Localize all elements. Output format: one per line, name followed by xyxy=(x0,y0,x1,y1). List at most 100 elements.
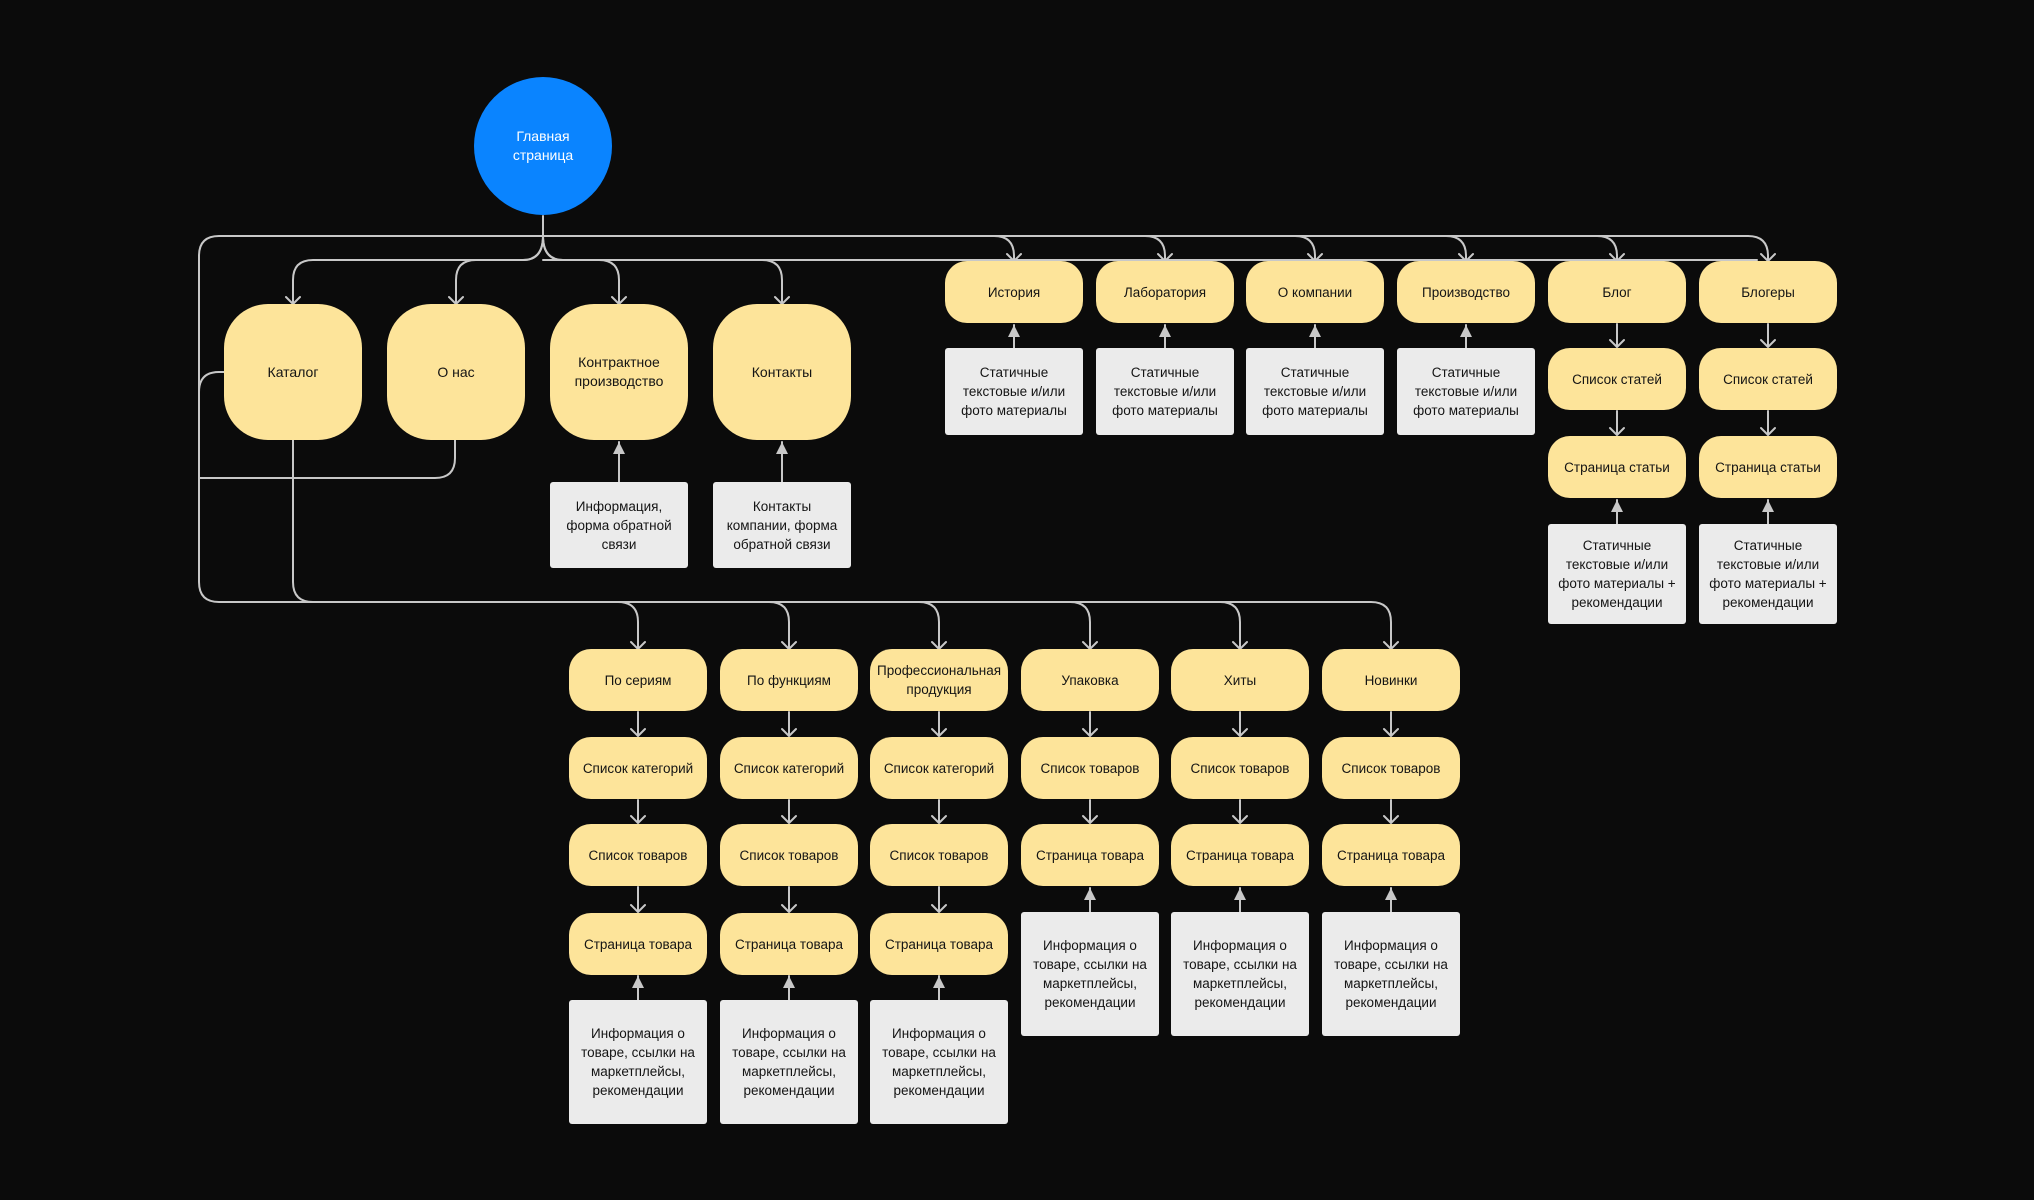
bloggers-article-page-label: Страница статьи xyxy=(1715,459,1821,475)
packaging-info-box: Информация о товаре, ссылки на маркетпле… xyxy=(1021,912,1159,1036)
contract-info-label: Информация, форма обратной связи xyxy=(566,498,672,552)
packaging-info-label: Информация о товаре, ссылки на маркетпле… xyxy=(1033,938,1147,1010)
down-arrow xyxy=(1760,410,1776,436)
down-arrow xyxy=(630,799,646,824)
production-info-label: Статичные текстовые и/или фото материалы xyxy=(1413,365,1519,418)
branch-catalog-section xyxy=(768,601,797,650)
by-series-info-box: Информация о товаре, ссылки на маркетпле… xyxy=(569,1000,707,1124)
history-label: История xyxy=(987,284,1041,300)
branch-catalog-section xyxy=(617,601,646,650)
by-function-product-list-node: Список товаров xyxy=(720,824,858,886)
by-function-info-label: Информация о товаре, ссылки на маркетпле… xyxy=(732,1026,846,1098)
company-node: О компании xyxy=(1246,261,1384,323)
packaging-product-list-label: Список товаров xyxy=(1040,760,1140,776)
history-node: История xyxy=(945,261,1083,323)
contacts-info-label: Контакты компании, форма обратной связи xyxy=(726,498,838,552)
info-arrowhead xyxy=(1762,500,1774,512)
branch-section xyxy=(1596,235,1625,262)
blog-article-list-label: Список статей xyxy=(1572,371,1662,387)
branch-contract xyxy=(542,235,627,305)
down-arrow xyxy=(931,799,947,824)
contacts-label: Контакты xyxy=(751,363,813,380)
history-info-box: Статичные текстовые и/или фото материалы xyxy=(945,348,1083,435)
packaging-product-page-node: Страница товара xyxy=(1021,824,1159,886)
down-arrow xyxy=(1383,799,1399,824)
blog-label: Блог xyxy=(1602,284,1632,300)
down-arrow xyxy=(1609,410,1625,436)
new-items-label: Новинки xyxy=(1364,672,1418,688)
bloggers-article-list-node: Список статей xyxy=(1699,348,1837,410)
by-function-label: По функциям xyxy=(747,672,831,688)
hits-product-page-node: Страница товара xyxy=(1171,824,1309,886)
branch-contacts xyxy=(542,259,790,305)
by-function-category-list-node: Список категорий xyxy=(720,737,858,799)
branch-section xyxy=(1445,235,1474,262)
laboratory-label: Лаборатория xyxy=(1123,284,1207,300)
by-series-node: По сериям xyxy=(569,649,707,711)
info-arrowhead xyxy=(1309,325,1321,337)
catalog-label: Каталог xyxy=(267,363,319,380)
contract-info-box: Информация, форма обратной связи xyxy=(550,482,688,568)
professional-product-page-label: Страница товара xyxy=(884,936,994,952)
info-arrowhead xyxy=(776,442,788,454)
about-us-node: О нас xyxy=(387,304,525,440)
info-arrowhead xyxy=(632,976,644,988)
blog-info-box: Статичные текстовые и/или фото материалы… xyxy=(1548,524,1686,624)
packaging-product-page-label: Страница товара xyxy=(1035,847,1145,863)
hits-info-box: Информация о товаре, ссылки на маркетпле… xyxy=(1171,912,1309,1036)
production-info-box: Статичные текстовые и/или фото материалы xyxy=(1397,348,1535,435)
production-label: Производство xyxy=(1421,284,1511,300)
info-arrowhead xyxy=(1234,888,1246,900)
down-arrow xyxy=(1760,323,1776,348)
info-arrowhead xyxy=(613,442,625,454)
professional-category-list-label: Список категорий xyxy=(883,760,995,776)
down-arrow xyxy=(1232,711,1248,737)
branch-section xyxy=(1144,235,1173,262)
professional-product-list-node: Список товаров xyxy=(870,824,1008,886)
down-arrow xyxy=(781,799,797,824)
new-items-info-box: Информация о товаре, ссылки на маркетпле… xyxy=(1322,912,1460,1036)
contract-node: Контрактное производство xyxy=(550,304,688,440)
down-arrow xyxy=(630,886,646,913)
by-series-product-page-label: Страница товара xyxy=(583,936,693,952)
hits-product-list-label: Список товаров xyxy=(1190,760,1290,776)
down-arrow xyxy=(1609,323,1625,348)
production-node: Производство xyxy=(1397,261,1535,323)
home-node: Главная страница xyxy=(474,77,612,215)
bloggers-article-list-label: Список статей xyxy=(1723,371,1813,387)
packaging-product-list-node: Список товаров xyxy=(1021,737,1159,799)
company-info-label: Статичные текстовые и/или фото материалы xyxy=(1262,365,1368,418)
professional-label: Профессиональная продукция xyxy=(876,663,1002,697)
professional-info-label: Информация о товаре, ссылки на маркетпле… xyxy=(882,1026,996,1098)
info-arrowhead xyxy=(1159,325,1171,337)
bloggers-label: Блогеры xyxy=(1741,284,1795,300)
hits-product-list-node: Список товаров xyxy=(1171,737,1309,799)
hits-node: Хиты xyxy=(1171,649,1309,711)
by-function-info-box: Информация о товаре, ссылки на маркетпле… xyxy=(720,1000,858,1124)
top-bus-right xyxy=(542,235,1758,261)
new-items-node: Новинки xyxy=(1322,649,1460,711)
down-arrow xyxy=(1383,711,1399,737)
new-items-product-page-label: Страница товара xyxy=(1336,847,1446,863)
info-arrowhead xyxy=(1084,888,1096,900)
info-arrowhead xyxy=(1611,500,1623,512)
branch-catalog xyxy=(285,235,544,305)
company-label: О компании xyxy=(1277,284,1353,300)
down-arrow xyxy=(630,711,646,737)
professional-node: Профессиональная продукция xyxy=(870,649,1008,711)
by-function-node: По функциям xyxy=(720,649,858,711)
contacts-info-box: Контакты компании, форма обратной связи xyxy=(713,482,851,568)
by-function-product-page-label: Страница товара xyxy=(734,936,844,952)
branch-about-us xyxy=(448,235,544,305)
info-arrowhead xyxy=(1385,888,1397,900)
contract-label: Контрактное производство xyxy=(574,354,664,389)
branch-section xyxy=(1294,235,1323,262)
new-items-info-label: Информация о товаре, ссылки на маркетпле… xyxy=(1334,938,1448,1010)
info-arrowhead xyxy=(933,976,945,988)
branch-catalog-section xyxy=(918,601,947,650)
packaging-node: Упаковка xyxy=(1021,649,1159,711)
by-series-info-label: Информация о товаре, ссылки на маркетпле… xyxy=(581,1026,695,1098)
hits-product-page-label: Страница товара xyxy=(1185,847,1295,863)
by-function-product-list-label: Список товаров xyxy=(739,847,839,863)
